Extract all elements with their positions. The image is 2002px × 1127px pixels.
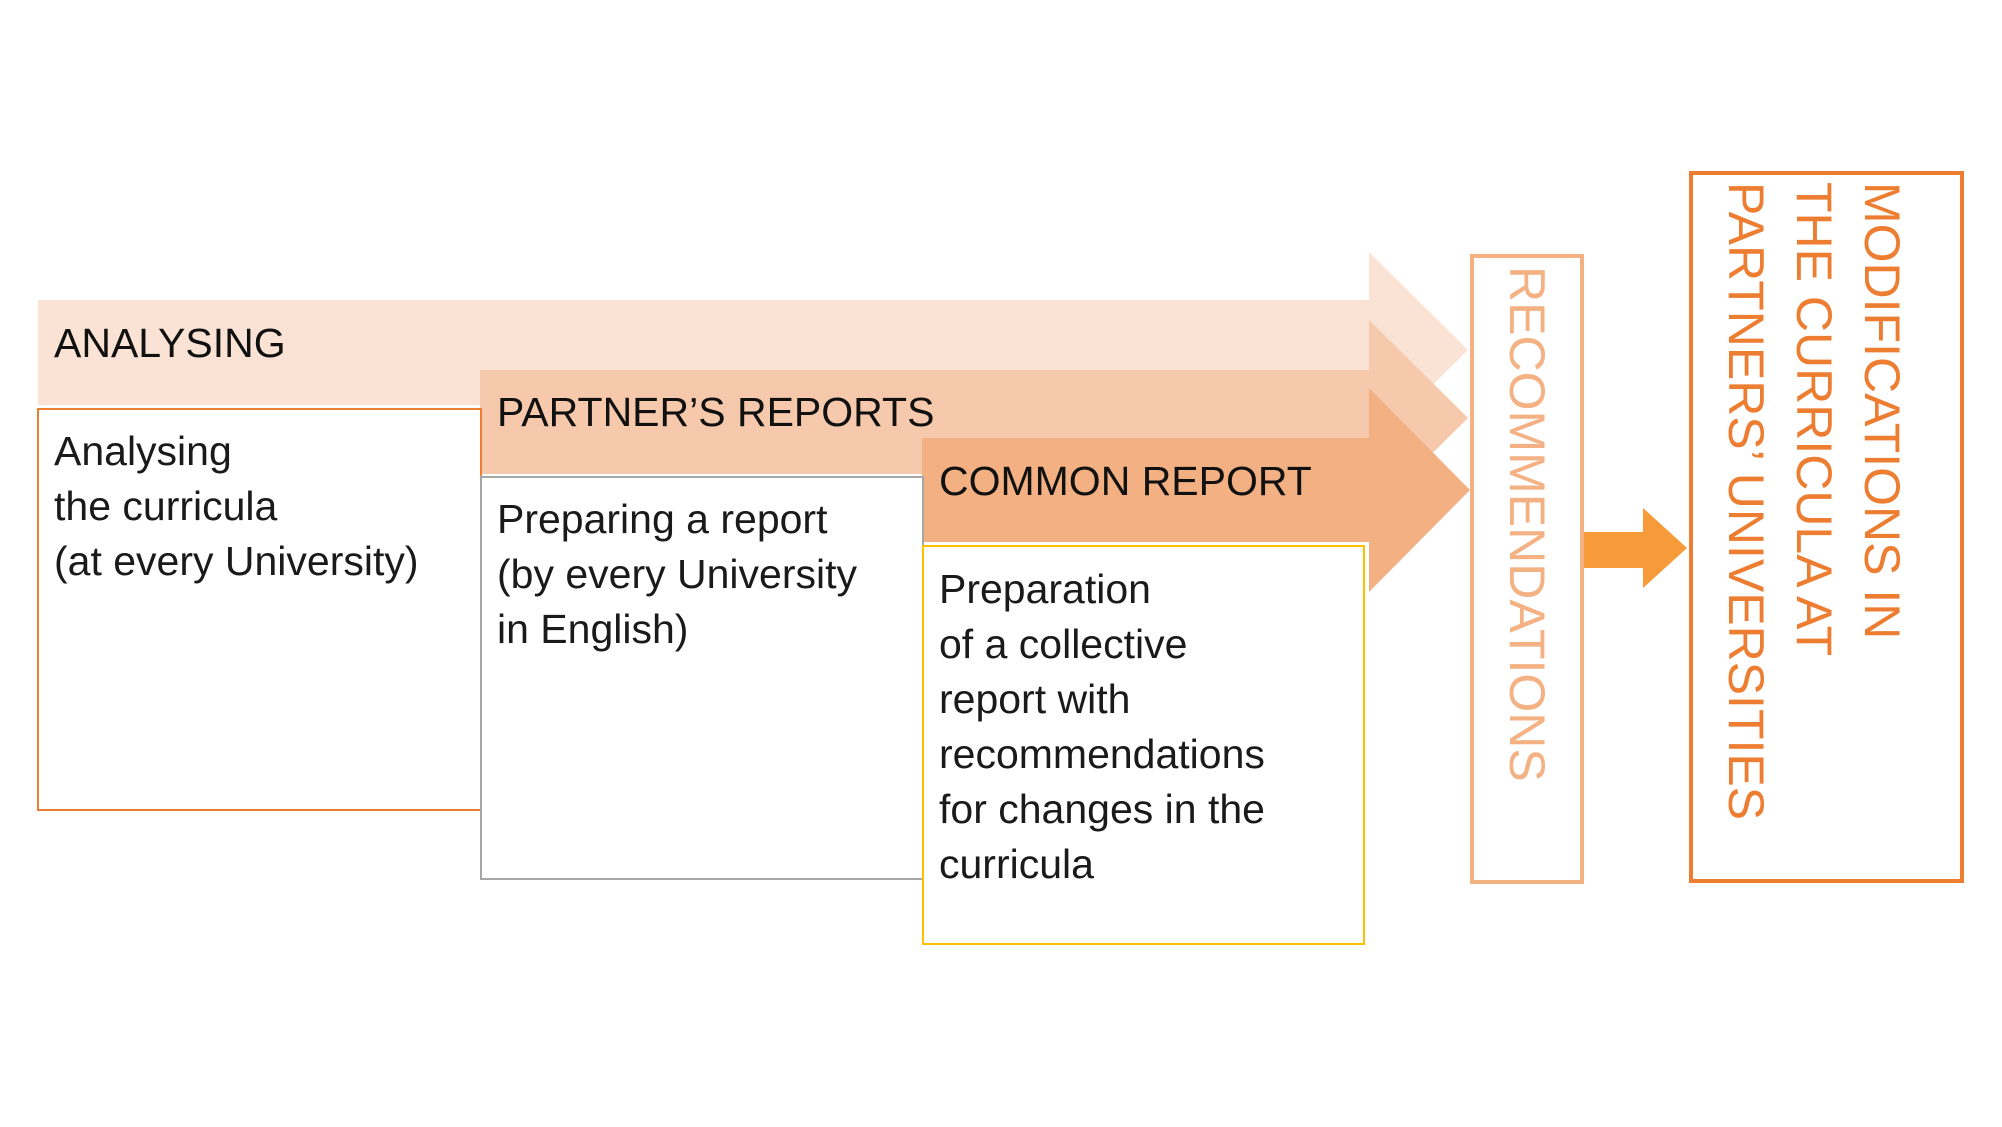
stage-arrow-common-report (922, 388, 1470, 592)
stage-description-common-report: Preparation of a collective report with … (939, 566, 1265, 887)
recommendations-label: RECOMMENDATIONS (1499, 266, 1555, 782)
stage-description-partners-reports: Preparing a report (by every University … (497, 496, 857, 652)
right-arrow-icon (1578, 508, 1687, 588)
stage-description-box-common-report (922, 545, 1365, 945)
stage-header-common-report: COMMON REPORT (939, 458, 1312, 504)
stage-header-partners-reports: PARTNER’S REPORTS (497, 389, 935, 435)
stage-header-analysing: ANALYSING (54, 320, 286, 366)
modifications-label: MODIFICATIONS IN THE CURRICULA AT PARTNE… (1718, 182, 1910, 821)
modifications-box (1689, 171, 1964, 883)
stage-description-box-analysing (37, 408, 482, 811)
recommendations-box (1470, 254, 1584, 884)
stage-description-analysing: Analysing the curricula (at every Univer… (54, 428, 419, 584)
